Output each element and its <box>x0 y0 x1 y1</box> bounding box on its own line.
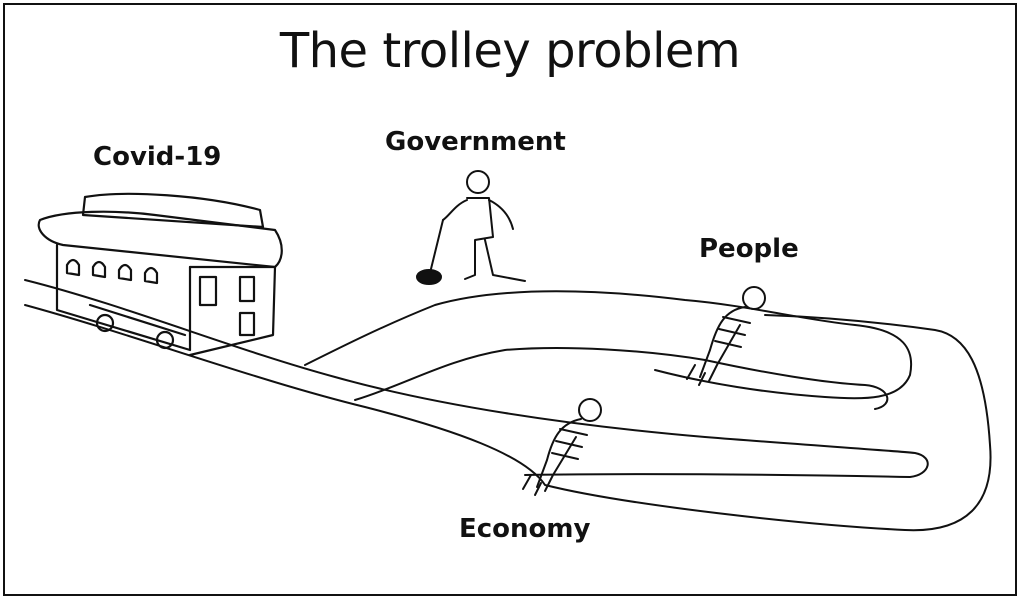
track-rail <box>305 291 911 398</box>
trolley-scene-illustration <box>5 5 1015 594</box>
label-lever-operator: Government <box>385 127 566 157</box>
label-lower-track: Economy <box>459 514 591 544</box>
tied-person-upper <box>687 287 765 385</box>
trolley <box>39 194 282 355</box>
track-rail <box>355 348 887 409</box>
lever-operator-figure <box>417 171 525 284</box>
label-trolley: Covid-19 <box>93 142 222 172</box>
meme-title: The trolley problem <box>279 23 741 79</box>
label-upper-track: People <box>699 234 799 264</box>
track-rail <box>25 305 991 530</box>
track-rail <box>25 280 928 477</box>
tied-person-lower <box>523 399 601 495</box>
trolley-problem-meme: The trolley problem Covid-19 Government … <box>3 3 1017 596</box>
